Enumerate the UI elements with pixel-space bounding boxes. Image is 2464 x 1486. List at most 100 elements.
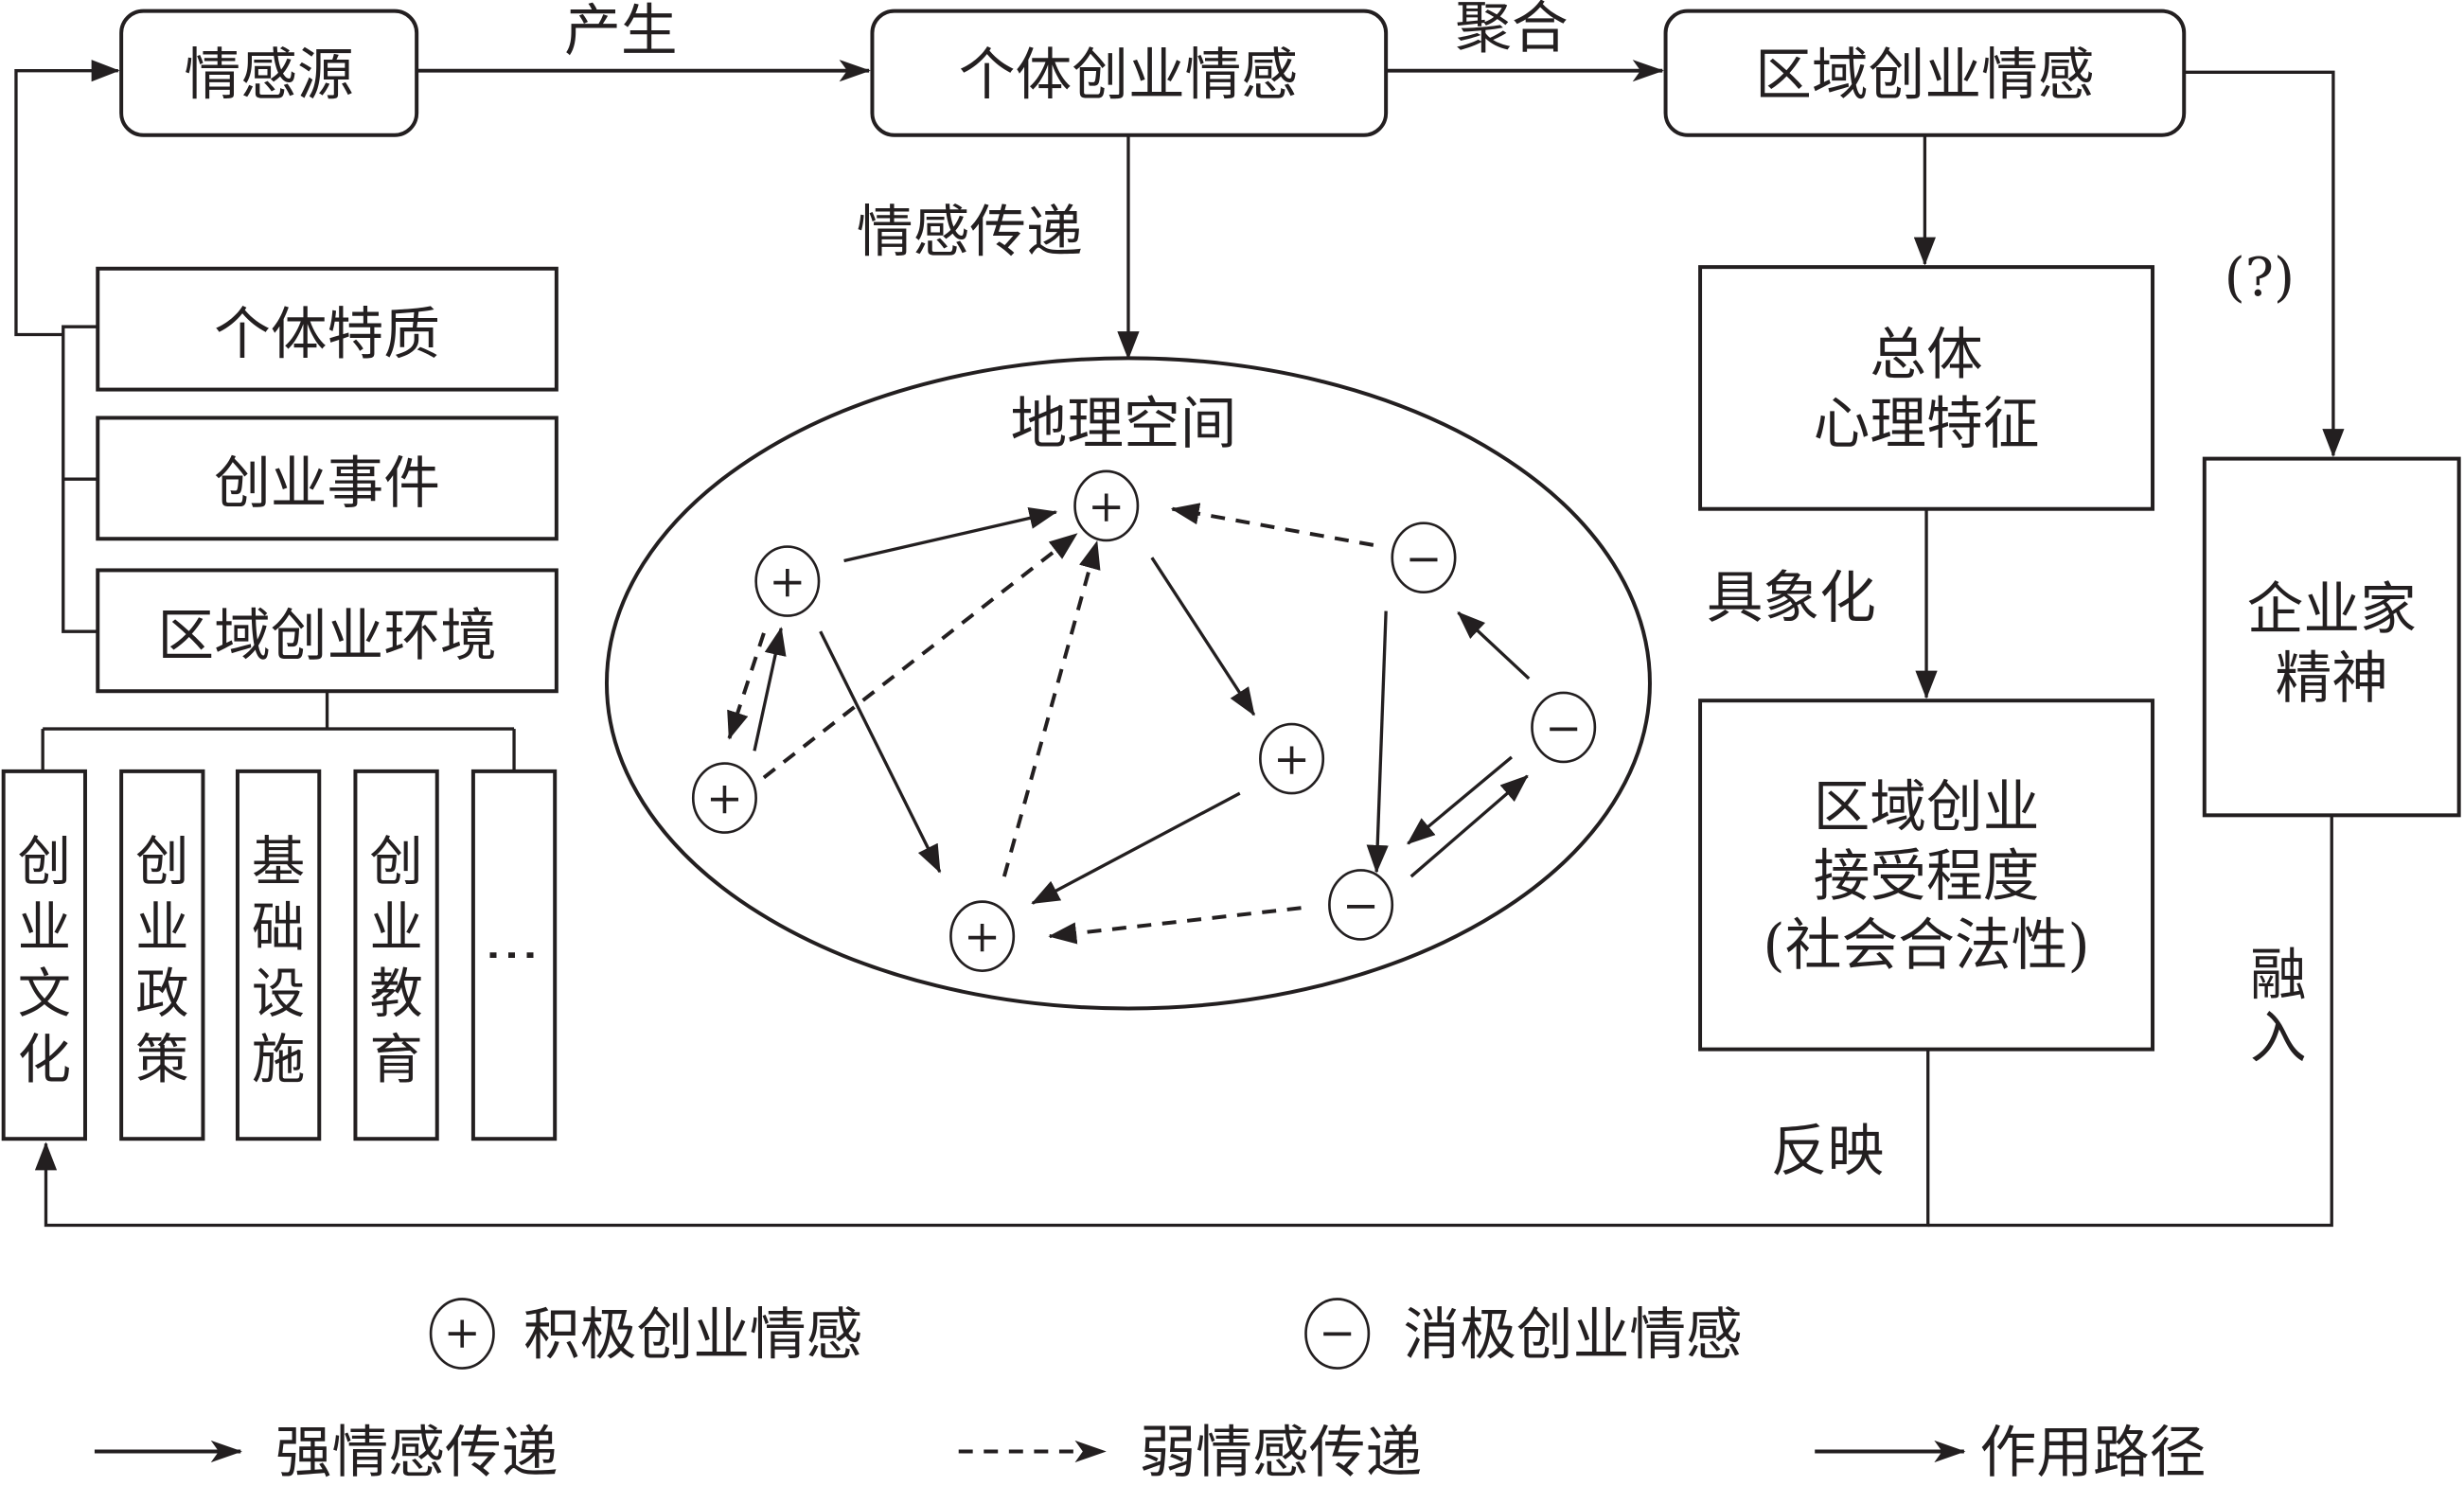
negative-emotion-node: − [1391, 522, 1457, 594]
env-factor-char: 教 [369, 964, 422, 1025]
legend-positive: + 积极创业情感 [429, 1298, 862, 1370]
overall-psych-line1: 总体 [1870, 323, 1982, 388]
env-factor-char: 业 [369, 897, 422, 959]
label-concretize: 具象化 [1707, 566, 1876, 631]
positive-icon: + [444, 1307, 481, 1358]
regional-environment-box: 区域创业环境 [96, 568, 558, 694]
entrepreneurial-events-label: 创业事件 [214, 451, 440, 517]
regional-acceptance-line1: 区域创业 [1814, 775, 2040, 840]
regional-acceptance-line2: 接受程度 [1814, 844, 2040, 910]
individual-emotion-box: 个体创业情感 [870, 9, 1389, 137]
geo-space-label: 地理空间 [1011, 392, 1237, 457]
env-factor-char: 育 [369, 1029, 422, 1090]
positive-emotion-node: + [691, 762, 757, 834]
label-question: (?) [2225, 247, 2295, 309]
path-reflect [34, 1049, 1930, 1228]
individual-traits-label: 个体特质 [214, 302, 440, 367]
legend-strong: 强情感传递 [94, 1421, 558, 1486]
individual-traits-box: 个体特质 [96, 266, 558, 392]
individual-emotion-label: 个体创业情感 [959, 44, 1298, 109]
ellipsis-icon: ⋮ [482, 929, 543, 982]
minus-icon: − [1545, 702, 1582, 753]
env-factor-char: 创 [369, 831, 422, 893]
env-factor-char: 施 [252, 1029, 305, 1090]
legend-weak: 弱情感传递 [958, 1421, 1423, 1486]
positive-emotion-node: + [1259, 722, 1325, 795]
arrow-to-emotion-source [14, 60, 120, 337]
emotion-network: + + + + + − − − [691, 469, 1597, 972]
env-factor-char: 基 [252, 831, 305, 893]
arrow-to-entrepreneurship-spirit [2184, 70, 2345, 457]
env-factor-char: 础 [252, 897, 305, 959]
env-factor-char: 化 [18, 1029, 71, 1090]
regional-acceptance-line3: (社会合法性) [1763, 913, 2089, 979]
path-integrate [1927, 815, 2333, 1228]
weak-transfer-arrow [727, 632, 766, 740]
negative-emotion-node: − [1328, 869, 1394, 941]
env-factor-char: 政 [135, 964, 188, 1025]
legend-positive-label: 积极创业情感 [523, 1303, 862, 1369]
plus-icon: + [706, 773, 743, 824]
weak-transfer-arrow [1170, 503, 1374, 547]
label-integrate-2: 入 [2250, 1006, 2307, 1071]
legend-negative-label: 消极创业情感 [1403, 1303, 1742, 1369]
minus-icon: − [1342, 880, 1379, 931]
overall-psych-box: 总体 心理特征 [1698, 265, 2155, 511]
legend-path: 作用路径 [1815, 1421, 2206, 1486]
weak-transfer-arrow [1048, 906, 1302, 945]
negative-emotion-node: − [1531, 691, 1597, 764]
regional-emotion-label: 区域创业情感 [1755, 44, 2094, 109]
entrepreneurship-spirit-line1: 企业家 [2247, 577, 2417, 643]
env-factor-char: 文 [18, 964, 71, 1025]
strong-transfer-arrow [1407, 755, 1513, 845]
legend: + 积极创业情感 − 消极创业情感 强情感传递 弱情感传递 作用路径 [94, 1298, 2206, 1486]
strong-transfer-arrow [1366, 610, 1389, 874]
env-factor-char: 设 [252, 964, 305, 1025]
weak-transfer-arrow [762, 532, 1078, 780]
label-emotion-transfer: 情感传递 [857, 201, 1083, 266]
emotion-source-label: 情感源 [185, 44, 354, 109]
strong-transfer-arrow [1409, 774, 1529, 878]
env-factor-box: ⋮ [470, 769, 558, 1141]
label-reflect: 反映 [1771, 1119, 1884, 1184]
legend-negative: − 消极创业情感 [1304, 1298, 1743, 1370]
legend-weak-label: 弱情感传递 [1140, 1421, 1423, 1486]
plus-icon: + [769, 557, 806, 608]
plus-icon: + [964, 911, 1001, 963]
legend-strong-label: 强情感传递 [275, 1421, 558, 1486]
minus-icon: − [1406, 533, 1443, 584]
strong-transfer-arrow [1031, 791, 1241, 905]
entrepreneurship-spirit-box: 企业家 精神 [2202, 456, 2461, 818]
plus-icon: + [1273, 734, 1310, 785]
entrepreneurship-spirit-line2: 精神 [2275, 646, 2387, 712]
env-factor-char: 创 [135, 831, 188, 893]
positive-emotion-node: + [1073, 469, 1140, 542]
strong-transfer-arrow [1457, 611, 1531, 681]
positive-emotion-node: + [949, 900, 1016, 972]
strong-transfer-arrow [1150, 557, 1256, 716]
regional-acceptance-box: 区域创业 接受程度 (社会合法性) [1698, 699, 2155, 1052]
entrepreneurial-events-box: 创业事件 [96, 416, 558, 541]
weak-transfer-arrow [1002, 540, 1101, 877]
regional-emotion-box: 区域创业情感 [1663, 9, 2187, 137]
positive-emotion-node: + [754, 545, 821, 617]
strong-transfer-arrow [753, 627, 787, 752]
legend-path-label: 作用路径 [1979, 1421, 2206, 1486]
env-factor-char: 创 [18, 831, 71, 893]
emotion-source-box: 情感源 [119, 9, 419, 137]
regional-environment-label: 区域创业环境 [157, 604, 496, 669]
env-factor-char: 业 [18, 897, 71, 959]
env-factor-char: 业 [135, 897, 188, 959]
label-integrate-1: 融 [2250, 944, 2307, 1009]
strong-transfer-arrow [819, 630, 942, 874]
overall-psych-line2: 心理特征 [1814, 392, 2040, 457]
plus-icon: + [1088, 481, 1125, 532]
strong-transfer-arrow [843, 507, 1058, 563]
env-factor-char: 策 [135, 1029, 188, 1090]
